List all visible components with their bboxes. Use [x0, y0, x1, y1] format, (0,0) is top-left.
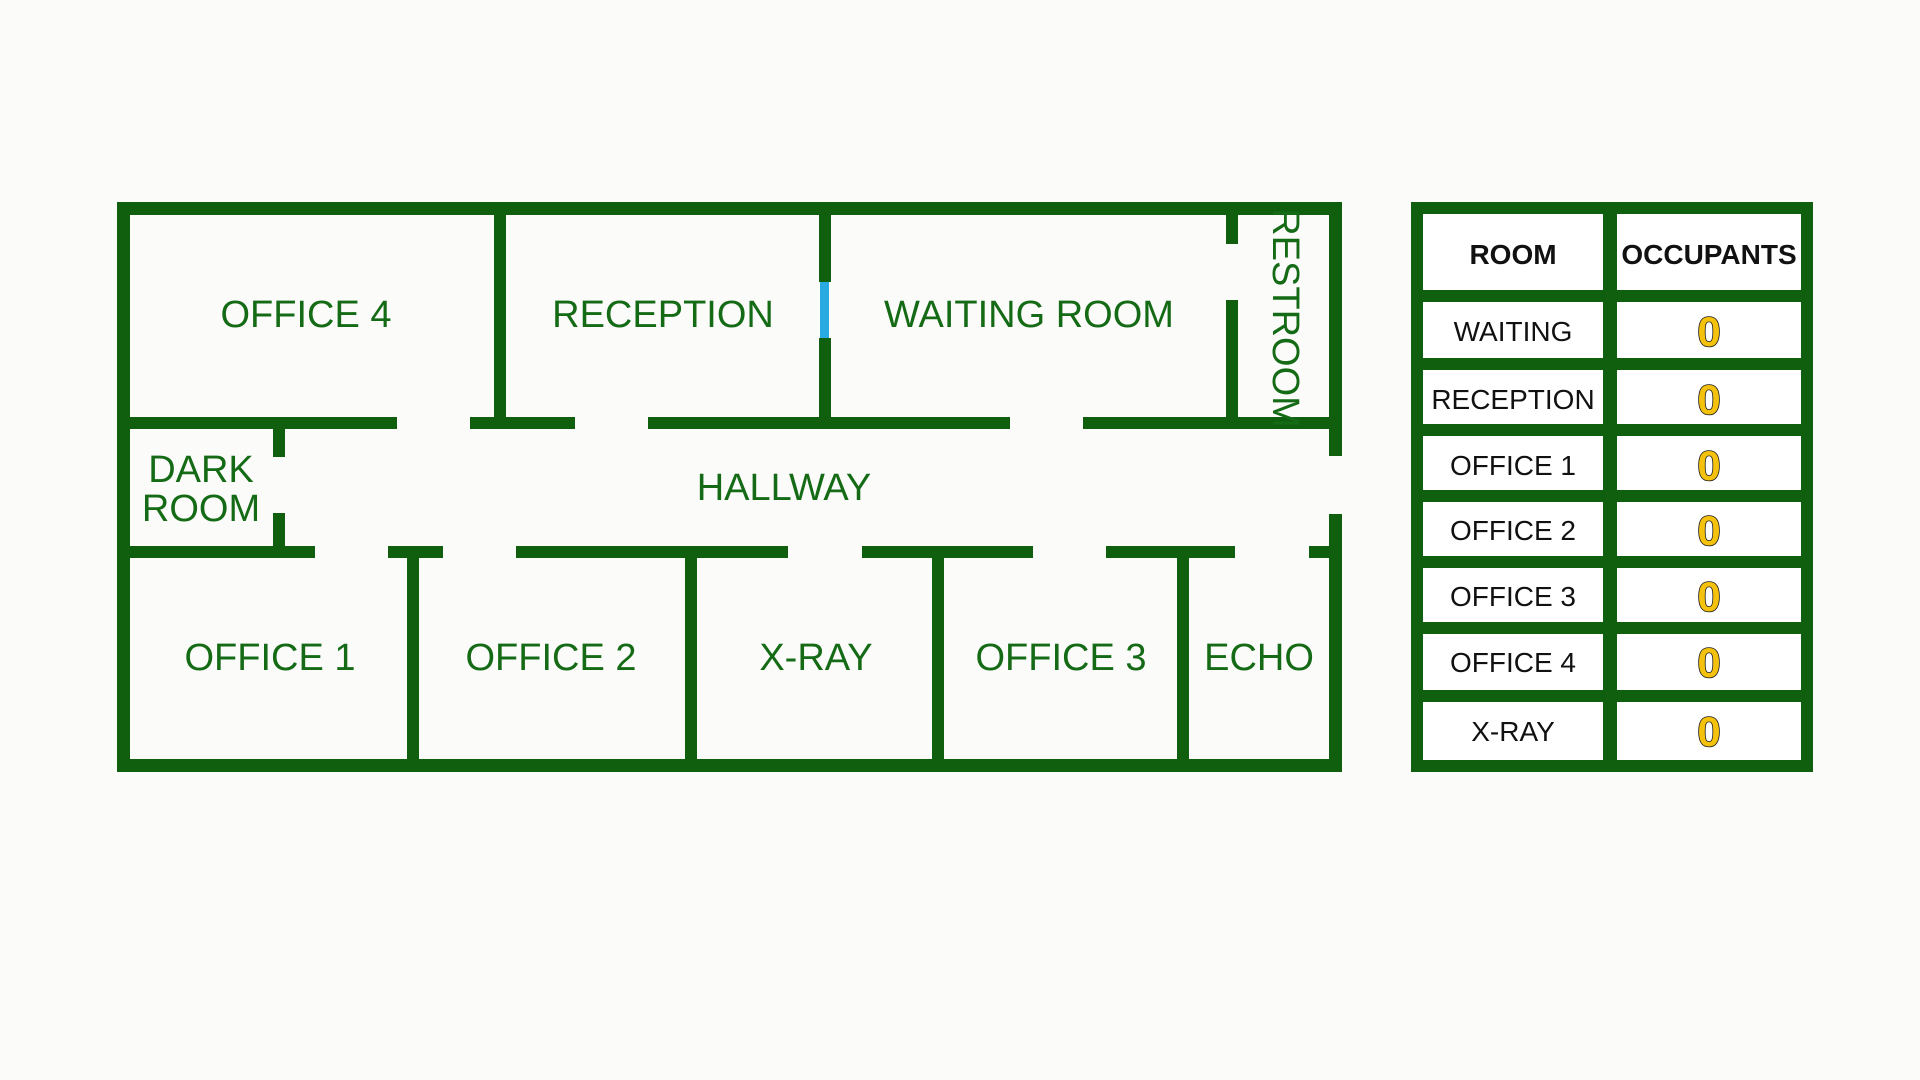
table-cell-count-bg [1617, 568, 1801, 622]
room-label-office-3: OFFICE 3 [975, 637, 1146, 679]
occupant-count: 0 [1697, 639, 1720, 686]
table-cell-count-bg [1617, 634, 1801, 690]
table-row: OFFICE 2 0 [1423, 502, 1801, 556]
room-label-hallway: HALLWAY [697, 467, 872, 509]
table-cell-room: RECEPTION [1431, 384, 1594, 415]
table-cell-room: OFFICE 1 [1450, 450, 1576, 481]
room-labels: OFFICE 4 RECEPTION WAITING ROOM RESTROOM… [142, 208, 1314, 679]
wall-office3-echo [1177, 546, 1189, 772]
occupant-count: 0 [1697, 442, 1720, 489]
table-header-cell-occupants [1617, 214, 1801, 290]
floor-plan-walls [117, 202, 1342, 772]
room-label-reception: RECEPTION [552, 294, 774, 336]
table-row: OFFICE 1 0 [1423, 436, 1801, 490]
wall-office2-xray [685, 546, 697, 772]
occupant-count: 0 [1697, 507, 1720, 554]
wall-restroom-upper [1226, 202, 1238, 244]
table-cell-room-bg [1423, 302, 1603, 358]
wall-reception-waiting-upper [819, 202, 831, 282]
table-cell-count-bg [1617, 436, 1801, 490]
table-row: OFFICE 4 0 [1423, 634, 1801, 690]
table-header-room: ROOM [1469, 239, 1556, 270]
occupancy-table: ROOM OCCUPANTS WAITING 0 RECEPTION 0 OFF… [1411, 202, 1813, 772]
room-label-office-1: OFFICE 1 [184, 637, 355, 679]
table-cell-room: X-RAY [1471, 716, 1555, 747]
occupant-count: 0 [1697, 376, 1720, 423]
table-cell-count-bg [1617, 302, 1801, 358]
wall-xray-office3 [932, 546, 944, 772]
wall-hall-bottom-seg3 [516, 546, 788, 558]
table-row: X-RAY 0 [1423, 702, 1801, 760]
room-label-waiting-room: WAITING ROOM [884, 294, 1174, 336]
table-cell-room-bg [1423, 436, 1603, 490]
wall-outer-left [117, 202, 130, 772]
table-row: RECEPTION 0 [1423, 370, 1801, 424]
wall-reception-waiting-lower [819, 338, 831, 420]
wall-hall-bottom-seg5 [1106, 546, 1235, 558]
room-label-dark-room-line1: DARK [148, 449, 254, 491]
table-row: OFFICE 3 0 [1423, 568, 1801, 622]
table-cell-room: OFFICE 4 [1450, 647, 1576, 678]
wall-hall-top-seg1 [117, 417, 397, 429]
table-header-occupants: OCCUPANTS [1621, 239, 1796, 270]
table-cell-room: WAITING [1454, 316, 1573, 347]
table-cell-room-bg [1423, 568, 1603, 622]
wall-darkroom-upper [273, 417, 285, 457]
occupant-count: 0 [1697, 708, 1720, 755]
occupant-count: 0 [1697, 308, 1720, 355]
door-reception-waiting[interactable] [820, 282, 829, 338]
table-cell-room-bg [1423, 502, 1603, 556]
room-label-office-2: OFFICE 2 [465, 637, 636, 679]
occupant-count: 0 [1697, 573, 1720, 620]
wall-restroom-lower [1226, 300, 1238, 420]
room-label-dark-room-line2: ROOM [142, 488, 260, 530]
table-header-cell-room [1423, 214, 1603, 290]
table-row: WAITING 0 [1423, 302, 1801, 358]
table-cell-room-bg [1423, 370, 1603, 424]
table-cell-room: OFFICE 3 [1450, 581, 1576, 612]
wall-hall-bottom-seg6 [1309, 546, 1342, 558]
wall-hall-top-seg2 [470, 417, 575, 429]
wall-office1-office2 [407, 546, 419, 772]
wall-outer-top [117, 202, 1342, 215]
wall-darkroom-lower [273, 513, 285, 556]
wall-hall-top-seg3 [648, 417, 1010, 429]
table-cell-room-bg [1423, 634, 1603, 690]
table-cell-count-bg [1617, 370, 1801, 424]
room-label-x-ray: X-RAY [759, 637, 872, 679]
wall-hall-top-seg4 [1083, 417, 1342, 429]
room-label-echo: ECHO [1204, 637, 1314, 679]
room-label-office-4: OFFICE 4 [220, 294, 391, 336]
table-cell-count-bg [1617, 702, 1801, 760]
table-cell-room-bg [1423, 702, 1603, 760]
wall-office4-reception [494, 202, 506, 420]
wall-outer-bottom [117, 759, 1342, 772]
room-label-restroom: RESTROOM [1264, 208, 1306, 428]
wall-outer-right-upper [1329, 202, 1342, 456]
table-cell-count-bg [1617, 502, 1801, 556]
wall-outer-right-lower [1329, 514, 1342, 772]
wall-hall-bottom-seg1 [117, 546, 315, 558]
table-cell-room: OFFICE 2 [1450, 515, 1576, 546]
wall-hall-bottom-seg4 [862, 546, 1033, 558]
